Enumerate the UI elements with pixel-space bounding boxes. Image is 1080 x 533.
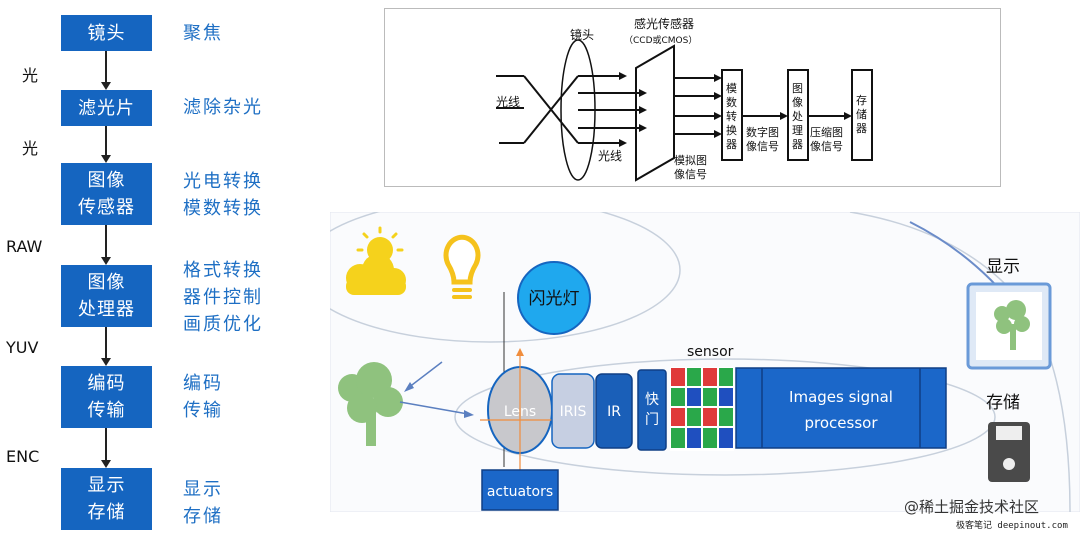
ir-text: IR [607, 404, 621, 420]
side-label-raw: RAW [6, 237, 43, 256]
side-label-yuv: YUV [6, 338, 39, 357]
sensor-label: sensor [687, 344, 734, 360]
desc-lens: 聚焦 [183, 23, 223, 44]
step-encode-transmit: 编码 传输 [61, 366, 152, 428]
analog-signal-label: 模拟图像信号 [674, 153, 707, 181]
adc-box-label: 模数转换器 [726, 82, 737, 151]
flash-circle [517, 261, 591, 335]
lens-label: 镜头 [570, 27, 594, 42]
storage-card-icon [988, 422, 1030, 482]
lens-text: Lens [504, 404, 536, 420]
iris-block [551, 373, 595, 449]
digital-signal-label: 数字图像信号 [746, 125, 779, 153]
desc-filter: 滤除杂光 [183, 97, 263, 118]
processor-box-label: 图像处理器 [792, 82, 803, 151]
isp-block [735, 367, 947, 449]
side-label-enc: ENC [6, 447, 40, 466]
actuators-label: actuators [487, 484, 553, 500]
storage-box-label: 存储器 [856, 93, 867, 135]
flow-arrow [105, 428, 107, 460]
flow-arrow [105, 225, 107, 257]
sensor-schematic: 镜头 光线 光线 感光传感器 （CCD或CMOS） 模拟图像信号 模数转换器 数… [384, 8, 1001, 187]
flow-arrow [105, 126, 107, 155]
deepinout-watermark: 极客笔记 deepinout.com [956, 521, 1068, 531]
sensor-title: 感光传感器 [634, 16, 694, 31]
desc-image-sensor: 光电转换 模数转换 [183, 171, 263, 219]
desc-encode-transmit: 编码 传输 [183, 373, 223, 421]
desc-display-storage: 显示 存储 [183, 479, 223, 527]
tree-icon [338, 362, 403, 446]
flow-arrowhead [101, 82, 111, 90]
camera-diagram: 闪光灯 Lens IRIS IR 快门 sensor Images signal… [330, 212, 1080, 512]
step-display-storage: 显示 存储 [61, 468, 152, 530]
sensor-subtitle: （CCD或CMOS） [624, 34, 697, 46]
step-image-processor: 图像 处理器 [61, 265, 152, 327]
sensor-bayer-grid [670, 367, 734, 451]
flow-arrow [105, 327, 107, 358]
flow-arrow [105, 51, 107, 82]
light-lower-label: 光线 [598, 149, 622, 163]
flow-arrowhead [101, 257, 111, 265]
cloud-icon [346, 254, 406, 295]
sensor-trapezoid [635, 44, 675, 182]
flow-arrowhead [101, 460, 111, 468]
actuators-block [481, 469, 559, 511]
step-image-sensor: 图像 传感器 [61, 163, 152, 225]
ir-block [595, 373, 633, 449]
compressed-signal-label: 压缩图像信号 [810, 126, 843, 153]
step-filter: 滤光片 [61, 90, 152, 126]
storage-box [851, 69, 873, 161]
side-label-light: 光 [22, 66, 39, 85]
light-in-label: 光线 [496, 95, 520, 109]
shutter-label: 快门 [645, 392, 659, 428]
side-label-light: 光 [22, 139, 39, 158]
lightbulb-icon [443, 234, 481, 299]
iris-text: IRIS [560, 404, 587, 420]
shutter-block [637, 369, 667, 451]
desc-image-processor: 格式转换 器件控制 画质优化 [183, 260, 263, 335]
display-label: 显示 [986, 257, 1020, 277]
monitor-icon [966, 282, 1052, 370]
flash-label: 闪光灯 [529, 289, 580, 309]
juejin-watermark: @稀土掘金技术社区 [904, 498, 1040, 516]
step-lens: 镜头 [61, 15, 152, 51]
flow-arrowhead [101, 155, 111, 163]
flow-arrowhead [101, 358, 111, 366]
storage-label: 存储 [986, 393, 1020, 413]
